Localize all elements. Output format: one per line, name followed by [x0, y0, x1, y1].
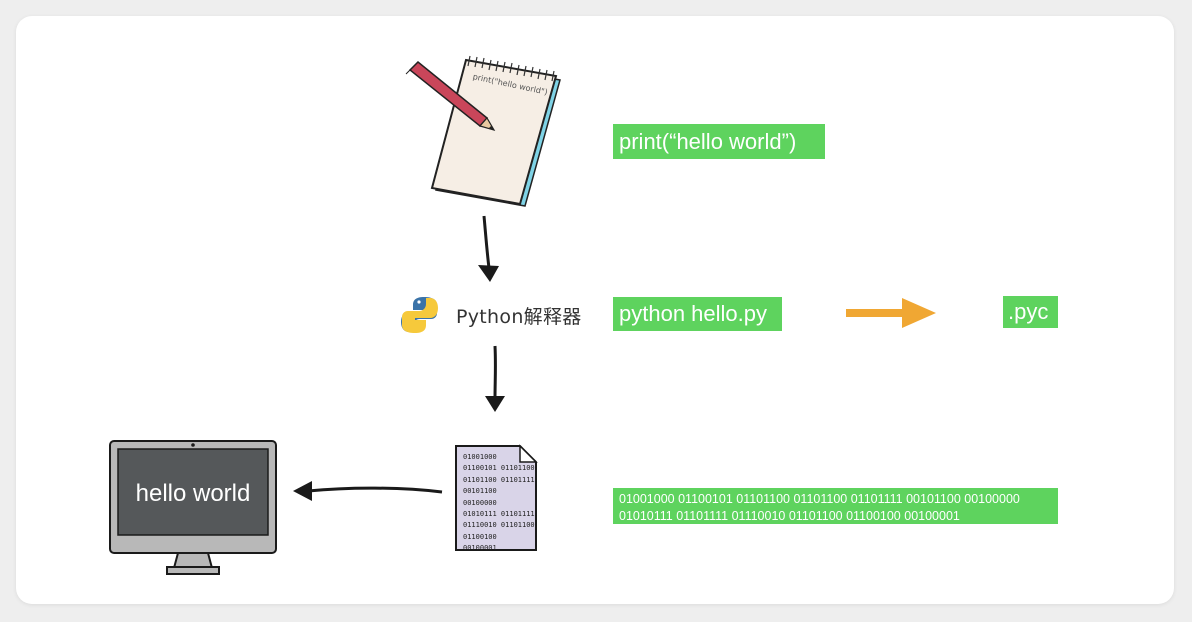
- binary-label: 01001000 01100101 01101100 01101100 0110…: [613, 488, 1058, 524]
- binary-document-text: 01001000 01100101 01101100 01101100 0110…: [463, 453, 535, 553]
- pyc-label: .pyc: [1003, 296, 1058, 328]
- command-label: python hello.py: [613, 297, 782, 331]
- arrow-down-1: [478, 215, 499, 282]
- python-logo-icon: [401, 297, 438, 333]
- binary-document-icon: [455, 444, 538, 551]
- source-code-label: print(“hello world”): [613, 124, 825, 159]
- monitor-screen-text: hello world: [135, 480, 251, 507]
- pencil-icon: [405, 60, 496, 131]
- orange-arrow: [846, 298, 936, 328]
- interpreter-label: Python解释器: [456, 306, 582, 328]
- arrow-left: [293, 481, 443, 501]
- monitor-icon: [109, 440, 277, 575]
- arrow-down-2: [485, 345, 505, 412]
- notepad-icon: [430, 55, 561, 207]
